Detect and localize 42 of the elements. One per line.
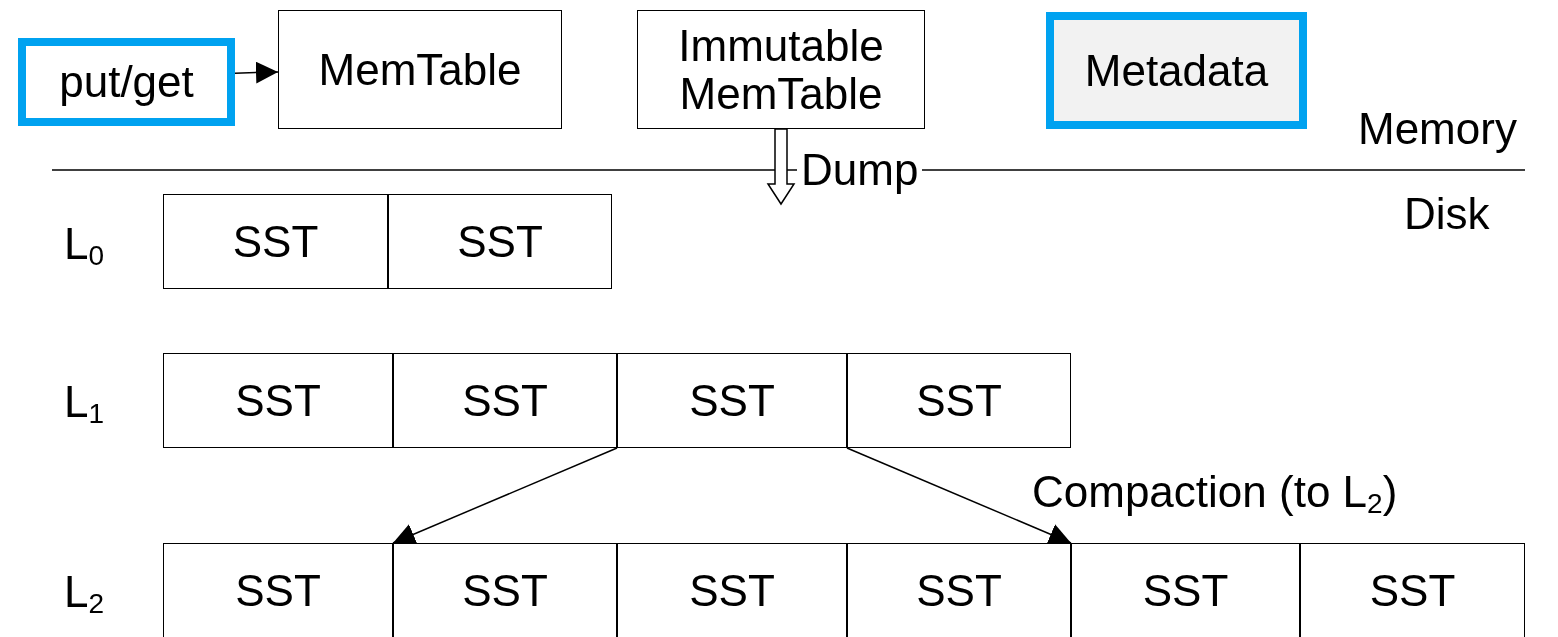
node-label: SST xyxy=(1369,567,1456,615)
node-label: SST xyxy=(689,376,775,425)
arrow xyxy=(234,61,279,84)
sst-box xyxy=(393,543,617,637)
node-label: put/get xyxy=(59,58,194,106)
memtable-box xyxy=(637,10,925,129)
memtable-box xyxy=(278,10,562,129)
node-label: SST xyxy=(1142,567,1229,615)
arrow xyxy=(392,447,618,545)
node-label: SST xyxy=(232,217,319,266)
sst-box xyxy=(847,353,1071,448)
level-label: L$_{0}$ xyxy=(64,222,105,270)
metadata-box xyxy=(1046,12,1307,129)
node-label: SST xyxy=(916,567,1002,615)
node-label: Immutable MemTable xyxy=(677,22,885,117)
input-box xyxy=(18,38,235,126)
arrow xyxy=(766,128,796,206)
node-label: SST xyxy=(462,567,548,615)
sst-box xyxy=(617,543,847,637)
sst-box xyxy=(1300,543,1525,637)
node-label: SST xyxy=(462,376,548,425)
arrow xyxy=(846,447,1072,545)
level-label: L$_{2}$ xyxy=(64,570,105,618)
sst-box xyxy=(388,194,612,289)
node-label: SST xyxy=(457,217,543,266)
note-text: Compaction (to L$_{2}$) xyxy=(1032,470,1398,518)
node-label: Metadata xyxy=(1084,46,1269,95)
node-label: SST xyxy=(235,376,321,425)
node-label: MemTable xyxy=(318,45,522,94)
sst-box xyxy=(847,543,1071,637)
sst-box xyxy=(1071,543,1300,637)
sst-box xyxy=(393,353,617,448)
layer-label: Memory xyxy=(1358,107,1517,151)
layer-label: Disk xyxy=(1404,192,1490,236)
node-label: SST xyxy=(689,567,775,615)
sst-box xyxy=(163,543,393,637)
level-label: L$_{1}$ xyxy=(64,380,105,428)
sst-box xyxy=(163,353,393,448)
node-label: SST xyxy=(235,567,321,615)
sst-box xyxy=(617,353,847,448)
node-label: SST xyxy=(916,376,1002,425)
sst-box xyxy=(163,194,388,289)
